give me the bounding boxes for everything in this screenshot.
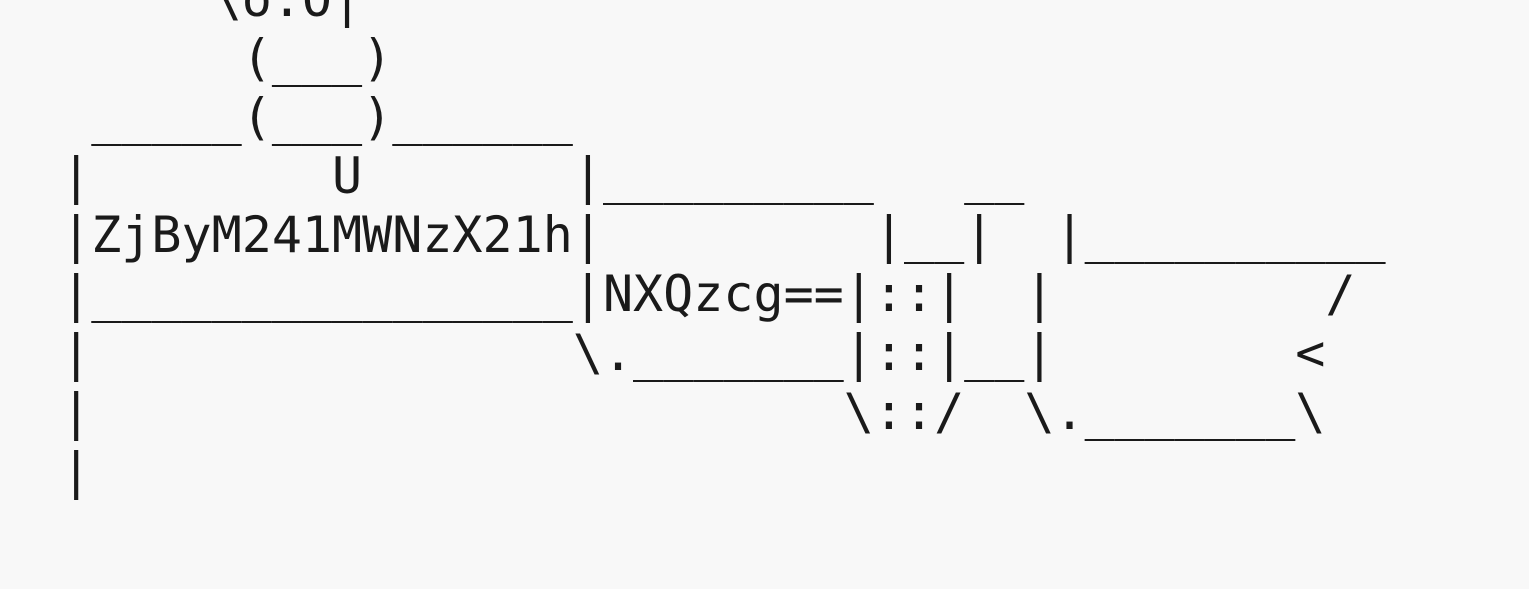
ascii-art-text: \o.O| (___) _____(___)______ | U |______… [61, 0, 1386, 500]
